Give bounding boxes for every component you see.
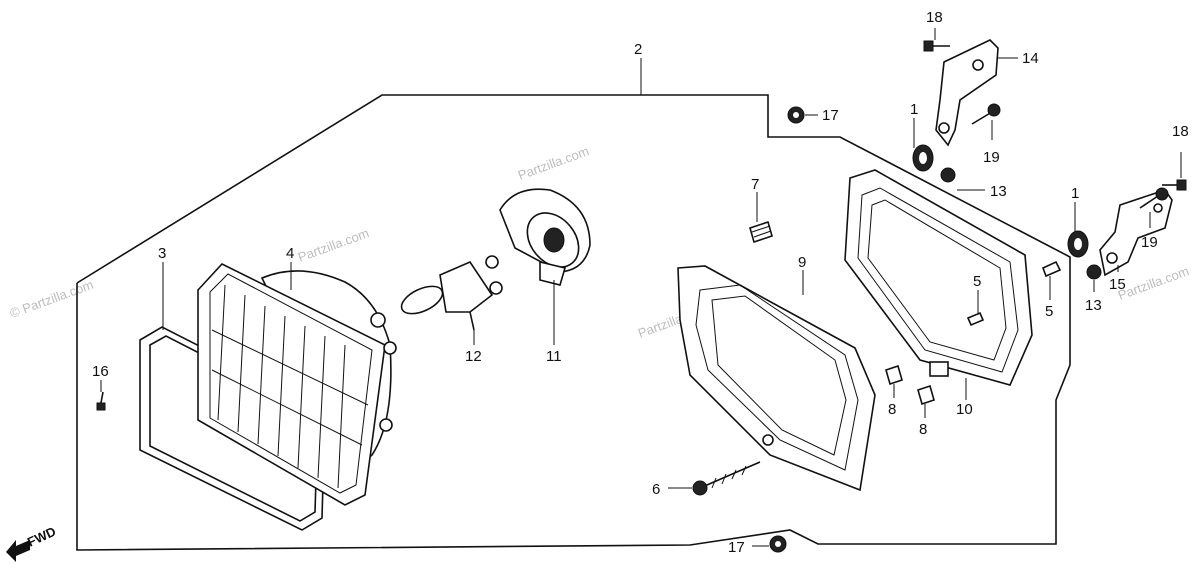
callout-19: 19: [983, 149, 1000, 166]
watermark-inline: Partzilla.com: [516, 143, 591, 183]
rubber-frame: [139, 326, 326, 531]
bulb: [400, 255, 503, 331]
screw: [692, 461, 761, 496]
assembly-boundary: [76, 94, 1071, 551]
callout-11: 11: [546, 348, 562, 365]
headlight-unit: [197, 263, 397, 506]
callout-12: 12: [465, 348, 482, 365]
callout-8: 8: [919, 421, 927, 438]
bracket-top: [935, 39, 999, 147]
callout-16: 16: [92, 363, 109, 380]
watermark-inline: Partzilla.com: [296, 225, 371, 265]
collar-right: [1086, 264, 1102, 280]
callout-7: 7: [751, 176, 759, 193]
callout-6: 6: [652, 481, 660, 498]
callout-14: 14: [1022, 50, 1039, 67]
callout-1: 1: [910, 101, 918, 118]
callout-18: 18: [1172, 123, 1189, 140]
callout-9: 9: [798, 254, 806, 271]
callout-1: 1: [1071, 185, 1079, 202]
callout-10: 10: [956, 401, 973, 418]
spring: [749, 220, 773, 244]
fwd-arrow-icon: [6, 540, 30, 562]
callout-19: 19: [1141, 234, 1158, 251]
bolt-top: [923, 40, 950, 52]
bolt-left: [971, 103, 1001, 125]
bracket-right: [1099, 189, 1173, 277]
nut-clip-a: [885, 364, 903, 386]
callout-5: 5: [1045, 303, 1053, 320]
callout-13: 13: [1085, 297, 1102, 314]
nut-top: [787, 106, 805, 124]
headlight-case: [677, 265, 876, 492]
callout-15: 15: [1109, 276, 1126, 293]
callout-17: 17: [822, 107, 839, 124]
callout-4: 4: [286, 245, 294, 262]
pin-left: [966, 311, 985, 327]
rim: [844, 169, 1033, 386]
callout-3: 3: [158, 245, 166, 262]
nut-bottom: [769, 535, 787, 553]
callout-8: 8: [888, 401, 896, 418]
callout-18: 18: [926, 9, 943, 26]
bolt-right-2: [1139, 187, 1169, 209]
watermark-side: © Partzilla.com: [8, 277, 95, 321]
grommet-right: [1067, 230, 1089, 258]
nut-clip-b: [917, 384, 935, 406]
callout-5: 5: [973, 273, 981, 290]
collar-left: [940, 167, 956, 183]
callout-13: 13: [990, 183, 1007, 200]
bolt-right: [1162, 179, 1187, 191]
fwd-label: FWD: [25, 524, 58, 550]
callout-2: 2: [634, 41, 642, 58]
watermark-inline: Partzilla.com: [1116, 263, 1191, 303]
socket-cover: [499, 188, 591, 286]
grommet-left: [912, 144, 934, 172]
callout-17: 17: [728, 539, 745, 556]
pin-right: [1041, 260, 1062, 278]
screw-left: [96, 391, 106, 411]
